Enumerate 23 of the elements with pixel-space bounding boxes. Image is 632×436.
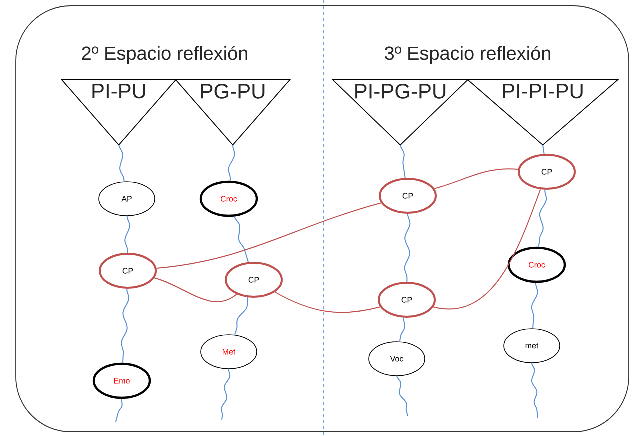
line [400,144,406,179]
line [234,297,248,336]
line [399,317,406,342]
line [404,214,411,282]
line [542,144,545,155]
curve [433,189,542,310]
line [116,398,123,422]
line [538,189,548,248]
line [234,216,250,263]
curve [156,202,382,269]
curve [154,278,238,302]
line [221,368,231,420]
line [531,362,538,418]
section-title: 3º Espacio reflexión [384,46,550,64]
line [118,144,125,182]
line [531,282,538,330]
curve [434,168,519,190]
line [396,376,408,416]
line [121,288,130,364]
line [124,216,130,254]
line [228,144,236,182]
curve [274,292,381,314]
section-title: 2º Espacio reflexión [82,46,248,64]
